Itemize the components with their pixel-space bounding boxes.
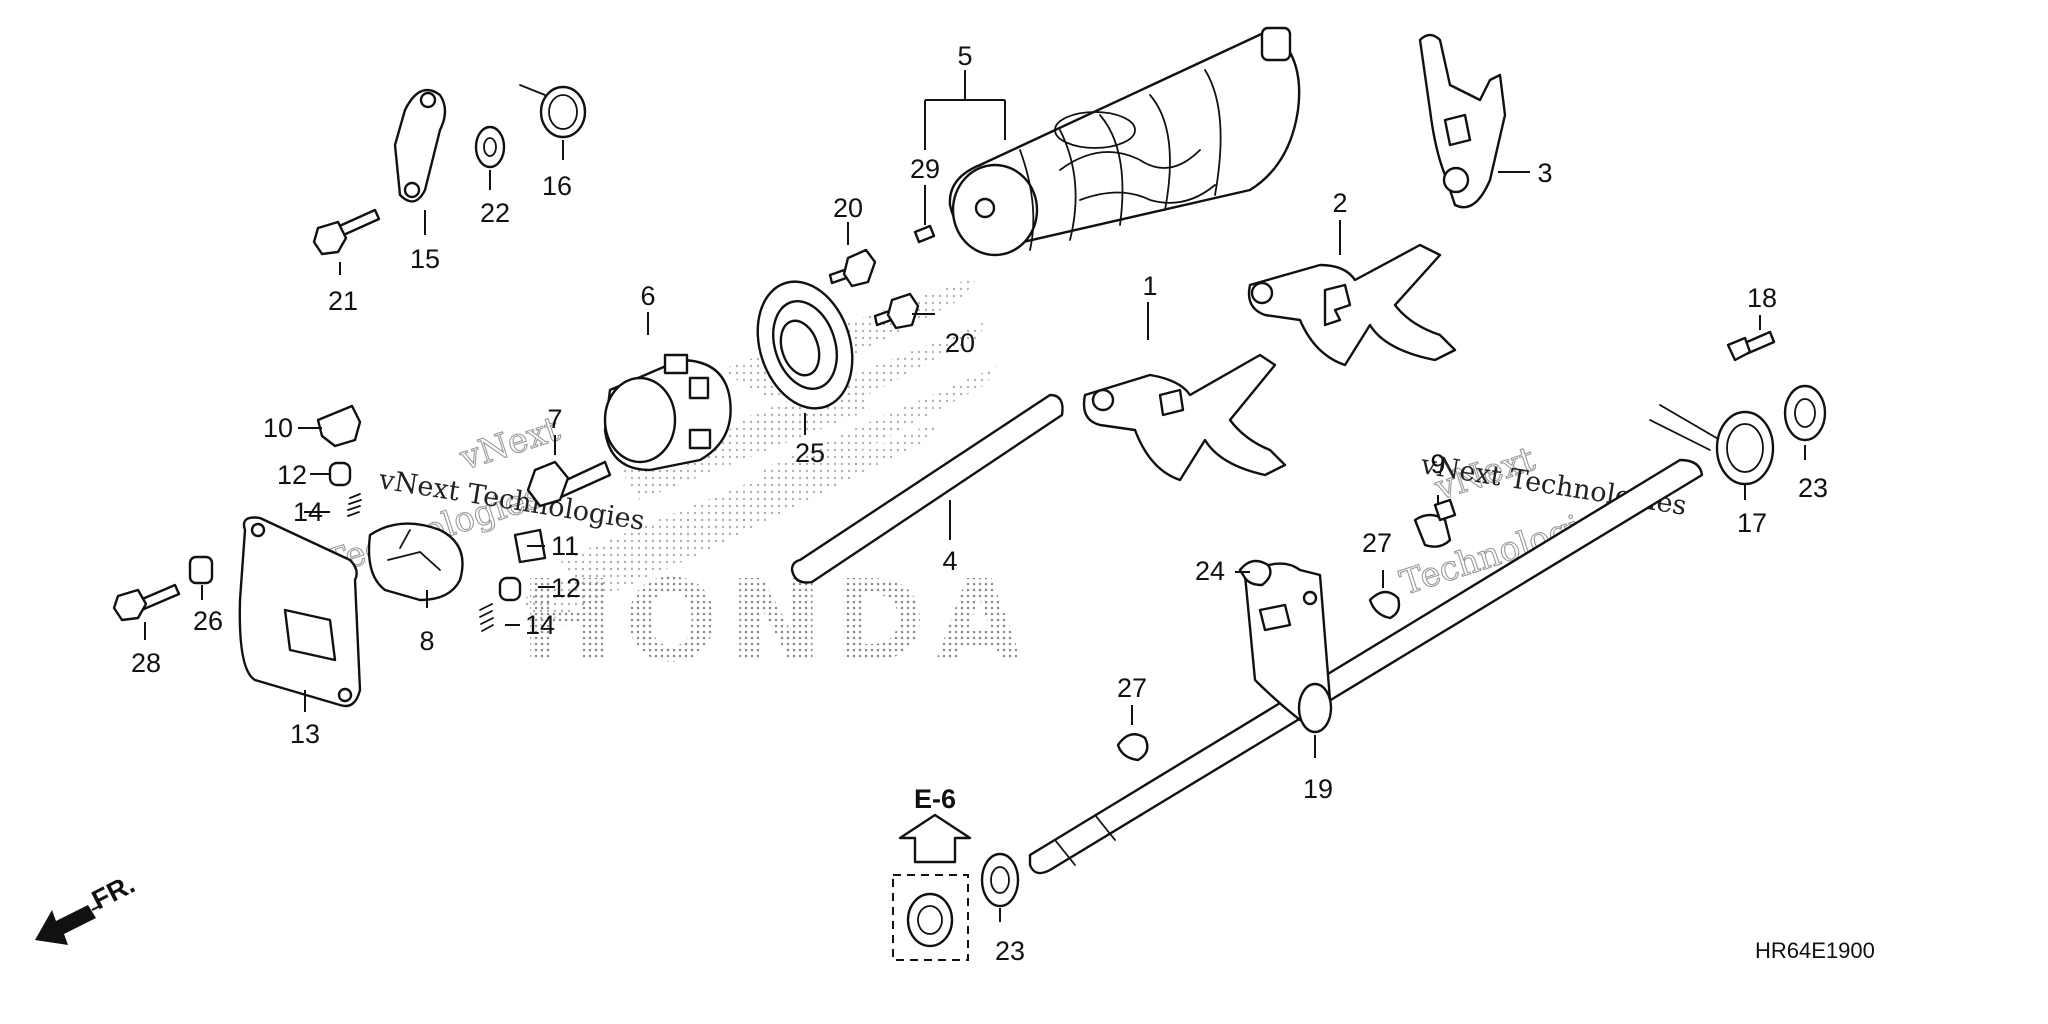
callout-1[interactable]: 1 xyxy=(1142,271,1157,301)
callout-8[interactable]: 8 xyxy=(419,626,434,656)
callout-24[interactable]: 24 xyxy=(1195,556,1225,586)
callout-3[interactable]: 3 xyxy=(1537,158,1552,188)
callout-11[interactable]: 11 xyxy=(551,531,579,561)
part-23-washer-lower[interactable] xyxy=(980,852,1020,908)
part-10-stopper[interactable] xyxy=(316,404,362,448)
leader-lines xyxy=(144,70,1806,922)
front-arrow-icon xyxy=(35,905,101,945)
callout-10[interactable]: 10 xyxy=(263,413,293,443)
part-14-spring-upper[interactable] xyxy=(347,493,362,517)
callout-27-upper[interactable]: 27 xyxy=(1362,528,1392,558)
part-3-shift-fork[interactable] xyxy=(1418,33,1507,209)
part-16-return-spring[interactable] xyxy=(519,84,587,139)
callout-4[interactable]: 4 xyxy=(942,546,957,576)
part-13-stopper-plate[interactable] xyxy=(238,516,362,708)
callout-19[interactable]: 19 xyxy=(1303,774,1333,804)
part-15-stopper-arm[interactable] xyxy=(393,88,447,203)
part-18-bolt[interactable] xyxy=(1726,330,1776,362)
callout-12-lower[interactable]: 12 xyxy=(551,573,581,603)
callout-28[interactable]: 28 xyxy=(131,648,161,678)
part-25-bearing[interactable] xyxy=(742,269,868,420)
callout-21[interactable]: 21 xyxy=(328,286,358,316)
part-28-bolt[interactable] xyxy=(112,583,181,622)
callout-labels: 1 2 3 4 5 6 7 8 9 10 11 12 12 13 14 14 1… xyxy=(131,41,1828,966)
part-29-dowel-pin[interactable] xyxy=(913,224,936,244)
part-21-bolt[interactable] xyxy=(312,208,381,256)
callout-12-upper[interactable]: 12 xyxy=(277,460,307,490)
part-17-return-spring[interactable] xyxy=(1649,404,1775,486)
callout-17[interactable]: 17 xyxy=(1737,508,1767,538)
ref-e6-group[interactable] xyxy=(892,813,972,961)
part-9-bolt[interactable] xyxy=(1413,498,1457,548)
part-14-spring-lower[interactable] xyxy=(479,603,494,632)
callout-15[interactable]: 15 xyxy=(410,244,440,274)
ref-e6-label[interactable]: E-6 xyxy=(914,784,956,814)
part-23-washer-right[interactable] xyxy=(1783,384,1827,442)
honda-logo-watermark: HONDA xyxy=(520,557,1032,687)
callout-7[interactable]: 7 xyxy=(547,404,562,434)
callout-23-right[interactable]: 23 xyxy=(1798,473,1828,503)
part-12-pin-lower[interactable] xyxy=(498,576,522,602)
part-22-washer[interactable] xyxy=(474,125,506,169)
callout-16[interactable]: 16 xyxy=(542,171,572,201)
part-7-special-bolt[interactable] xyxy=(526,460,612,508)
callout-14-upper[interactable]: 14 xyxy=(293,497,323,527)
callout-20-lower[interactable]: 20 xyxy=(945,328,975,358)
callout-5[interactable]: 5 xyxy=(957,41,972,71)
ref-e6-dashed-box xyxy=(892,874,969,961)
callout-2[interactable]: 2 xyxy=(1332,188,1347,218)
callout-25[interactable]: 25 xyxy=(795,438,825,468)
part-5-shift-drum[interactable] xyxy=(948,26,1301,257)
part-1-shift-fork[interactable] xyxy=(1082,353,1287,482)
callout-29[interactable]: 29 xyxy=(910,154,940,184)
callout-14-lower[interactable]: 14 xyxy=(525,610,555,640)
callout-27-lower[interactable]: 27 xyxy=(1117,673,1147,703)
part-27-clip-lower[interactable] xyxy=(1116,733,1149,762)
callout-23-lower[interactable]: 23 xyxy=(995,936,1025,966)
part-8-cam-plate[interactable] xyxy=(367,522,464,602)
callout-26[interactable]: 26 xyxy=(193,606,223,636)
part-26-collar[interactable] xyxy=(188,555,214,585)
part-19-gearshift-spindle[interactable] xyxy=(1028,458,1704,875)
callout-18[interactable]: 18 xyxy=(1747,283,1777,313)
part-4-fork-shaft[interactable] xyxy=(790,393,1064,584)
part-2-shift-fork[interactable] xyxy=(1247,243,1457,367)
callout-22[interactable]: 22 xyxy=(480,198,510,228)
part-6-drum-center[interactable] xyxy=(603,353,732,472)
part-20-bolt-lower[interactable] xyxy=(873,292,920,330)
callout-9[interactable]: 9 xyxy=(1430,449,1445,479)
part-20-bolt-upper[interactable] xyxy=(828,248,877,288)
part-12-pin-upper[interactable] xyxy=(328,461,352,487)
part-27-clip-upper[interactable] xyxy=(1368,590,1401,620)
callout-20-upper[interactable]: 20 xyxy=(833,193,863,223)
callout-13[interactable]: 13 xyxy=(290,719,320,749)
diagram-code: HR64E1900 xyxy=(1755,938,1875,963)
callout-6[interactable]: 6 xyxy=(640,281,655,311)
part-24-clip[interactable] xyxy=(1238,559,1272,587)
